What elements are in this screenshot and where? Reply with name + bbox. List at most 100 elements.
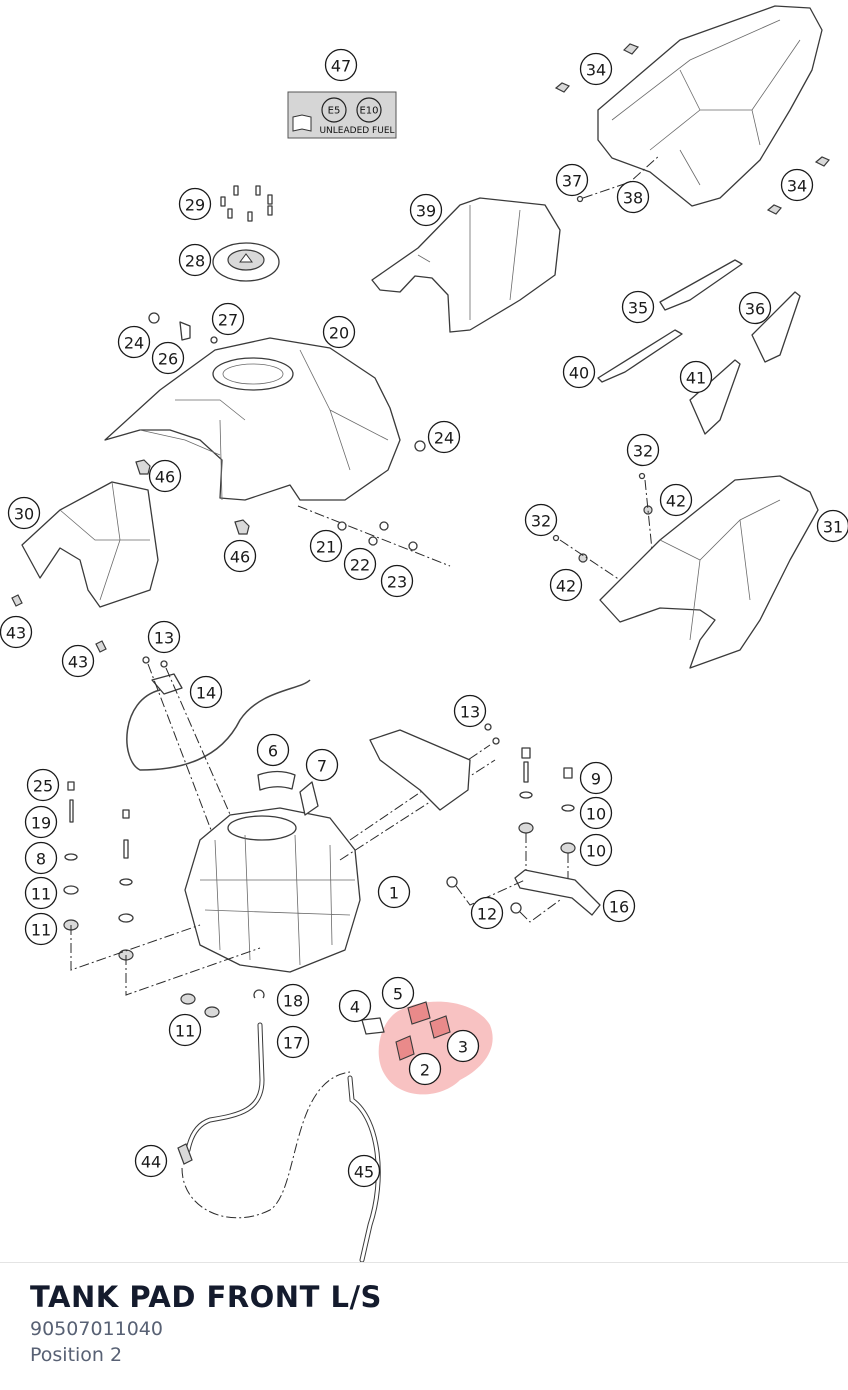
front-spoiler[interactable] bbox=[21, 481, 159, 608]
seat-clip[interactable] bbox=[554, 82, 570, 93]
tank-pad-4[interactable] bbox=[361, 1017, 385, 1035]
callout-39[interactable]: 39 bbox=[409, 193, 443, 227]
callout-47[interactable]: 47 bbox=[324, 48, 358, 82]
callout-35[interactable]: 35 bbox=[621, 290, 655, 324]
tank-pad-2[interactable] bbox=[395, 1035, 415, 1061]
tank-pad-6[interactable] bbox=[257, 770, 296, 791]
tank-pad-3[interactable] bbox=[429, 1015, 451, 1039]
clamp-plate[interactable] bbox=[151, 673, 183, 695]
callout-40[interactable]: 40 bbox=[562, 355, 596, 389]
mounting-bolt-stack[interactable] bbox=[560, 767, 576, 854]
callout-10[interactable]: 10 bbox=[579, 796, 613, 830]
seat-cover[interactable] bbox=[371, 197, 561, 333]
washer[interactable] bbox=[576, 195, 584, 203]
tank-bracket[interactable] bbox=[514, 869, 601, 916]
mounting-bolt-stack[interactable] bbox=[118, 809, 134, 961]
side-trim-40[interactable] bbox=[597, 329, 683, 383]
callout-4[interactable]: 4 bbox=[338, 989, 372, 1023]
fuel-hose[interactable] bbox=[185, 1022, 265, 1153]
callout-27[interactable]: 27 bbox=[211, 302, 245, 336]
mounting-bolt-stack[interactable] bbox=[518, 747, 534, 834]
callout-32[interactable]: 32 bbox=[626, 433, 660, 467]
screw[interactable] bbox=[492, 737, 500, 745]
rubber-grommet[interactable] bbox=[135, 459, 151, 475]
callout-20[interactable]: 20 bbox=[322, 315, 356, 349]
screw[interactable] bbox=[142, 656, 150, 664]
filler-cap[interactable] bbox=[212, 242, 280, 282]
tank-pad-5[interactable] bbox=[407, 1001, 431, 1025]
bracket[interactable] bbox=[179, 321, 191, 341]
callout-19[interactable]: 19 bbox=[24, 805, 58, 839]
callout-45[interactable]: 45 bbox=[347, 1154, 381, 1188]
screw[interactable] bbox=[160, 660, 168, 668]
hose-clip[interactable] bbox=[253, 989, 265, 999]
rubber-grommet[interactable] bbox=[180, 993, 196, 1005]
bushing[interactable] bbox=[379, 521, 389, 531]
rubber-buffer[interactable] bbox=[95, 640, 107, 653]
callout-18[interactable]: 18 bbox=[276, 983, 310, 1017]
tank-pad-7[interactable] bbox=[299, 781, 319, 816]
callout-11[interactable]: 11 bbox=[24, 912, 58, 946]
callout-8[interactable]: 8 bbox=[24, 841, 58, 875]
callout-42[interactable]: 42 bbox=[659, 483, 693, 517]
callout-10[interactable]: 10 bbox=[579, 833, 613, 867]
fuel-tank-cover[interactable] bbox=[104, 337, 401, 501]
callout-34[interactable]: 34 bbox=[579, 52, 613, 86]
callout-31[interactable]: 31 bbox=[816, 509, 848, 543]
drain-cable[interactable] bbox=[126, 679, 311, 771]
rivet[interactable] bbox=[210, 336, 218, 344]
tail-section[interactable] bbox=[599, 475, 819, 669]
callout-34[interactable]: 34 bbox=[780, 168, 814, 202]
callout-24[interactable]: 24 bbox=[117, 325, 151, 359]
side-trim-36[interactable] bbox=[751, 291, 801, 363]
callout-6[interactable]: 6 bbox=[256, 733, 290, 767]
callout-46[interactable]: 46 bbox=[223, 539, 257, 573]
callout-14[interactable]: 14 bbox=[189, 675, 223, 709]
rubber-grommet[interactable] bbox=[234, 519, 250, 535]
callout-28[interactable]: 28 bbox=[178, 243, 212, 277]
screw[interactable] bbox=[337, 521, 347, 531]
callout-24[interactable]: 24 bbox=[427, 420, 461, 454]
screw[interactable] bbox=[414, 440, 426, 452]
screw[interactable] bbox=[552, 534, 560, 542]
callout-21[interactable]: 21 bbox=[309, 529, 343, 563]
callout-3[interactable]: 3 bbox=[446, 1029, 480, 1063]
washer[interactable] bbox=[368, 536, 378, 546]
fuel-label-sticker[interactable]: E5 E10 UNLEADED FUEL bbox=[287, 91, 397, 139]
callout-13[interactable]: 13 bbox=[147, 620, 181, 654]
highlighted-tank-pads[interactable] bbox=[378, 1001, 493, 1095]
callout-16[interactable]: 16 bbox=[602, 889, 636, 923]
callout-11[interactable]: 11 bbox=[24, 876, 58, 910]
callout-43[interactable]: 43 bbox=[0, 615, 33, 649]
callout-36[interactable]: 36 bbox=[738, 291, 772, 325]
callout-42[interactable]: 42 bbox=[549, 568, 583, 602]
seat-clip[interactable] bbox=[622, 43, 640, 55]
screw[interactable] bbox=[638, 472, 646, 480]
callout-11[interactable]: 11 bbox=[168, 1013, 202, 1047]
callout-12[interactable]: 12 bbox=[470, 896, 504, 930]
seat-clip[interactable] bbox=[814, 156, 830, 167]
vent-hose[interactable] bbox=[347, 1075, 381, 1262]
callout-37[interactable]: 37 bbox=[555, 163, 589, 197]
callout-7[interactable]: 7 bbox=[305, 748, 339, 782]
callout-1[interactable]: 1 bbox=[377, 875, 411, 909]
callout-30[interactable]: 30 bbox=[7, 496, 41, 530]
hose-connector[interactable] bbox=[177, 1143, 193, 1165]
side-trim-35[interactable] bbox=[659, 259, 743, 311]
callout-17[interactable]: 17 bbox=[276, 1025, 310, 1059]
nut[interactable] bbox=[510, 902, 522, 914]
callout-9[interactable]: 9 bbox=[579, 761, 613, 795]
screw[interactable] bbox=[484, 723, 492, 731]
callout-41[interactable]: 41 bbox=[679, 360, 713, 394]
filler-cap-screws[interactable] bbox=[220, 185, 273, 222]
callout-2[interactable]: 2 bbox=[408, 1052, 442, 1086]
callout-46[interactable]: 46 bbox=[148, 459, 182, 493]
fuel-tank[interactable] bbox=[184, 807, 361, 973]
rubber-buffer[interactable] bbox=[11, 594, 23, 607]
callout-43[interactable]: 43 bbox=[61, 644, 95, 678]
mounting-bolt-stack[interactable] bbox=[63, 781, 79, 931]
seat-clip[interactable] bbox=[766, 204, 782, 215]
side-trim-41[interactable] bbox=[689, 359, 741, 435]
nut[interactable] bbox=[408, 541, 418, 551]
callout-25[interactable]: 25 bbox=[26, 768, 60, 802]
